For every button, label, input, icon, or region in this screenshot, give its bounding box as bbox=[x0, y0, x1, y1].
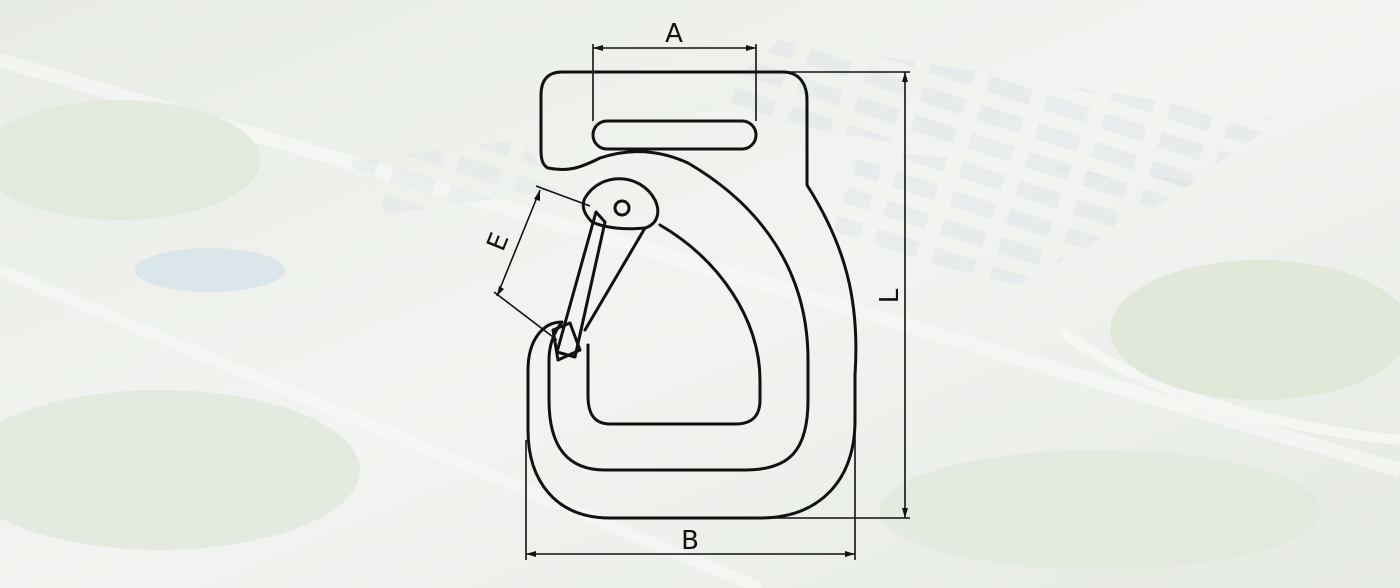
strap-slot bbox=[591, 119, 758, 151]
dimension-l bbox=[760, 71, 910, 519]
hook-inner-outline bbox=[586, 223, 762, 426]
gate-tip bbox=[551, 321, 582, 362]
dimension-b bbox=[525, 420, 856, 560]
spring-gate bbox=[555, 210, 607, 359]
gate-pivot-boss bbox=[581, 177, 660, 231]
hook-outer-outline bbox=[526, 70, 858, 520]
pivot-pin bbox=[613, 199, 631, 217]
dimension-label-a: A bbox=[665, 19, 683, 49]
gate-arm bbox=[583, 226, 647, 332]
dimension-a bbox=[592, 44, 757, 121]
dimension-label-b: B bbox=[681, 526, 699, 556]
dimension-e bbox=[493, 185, 591, 341]
dimension-label-l: L bbox=[875, 288, 905, 303]
